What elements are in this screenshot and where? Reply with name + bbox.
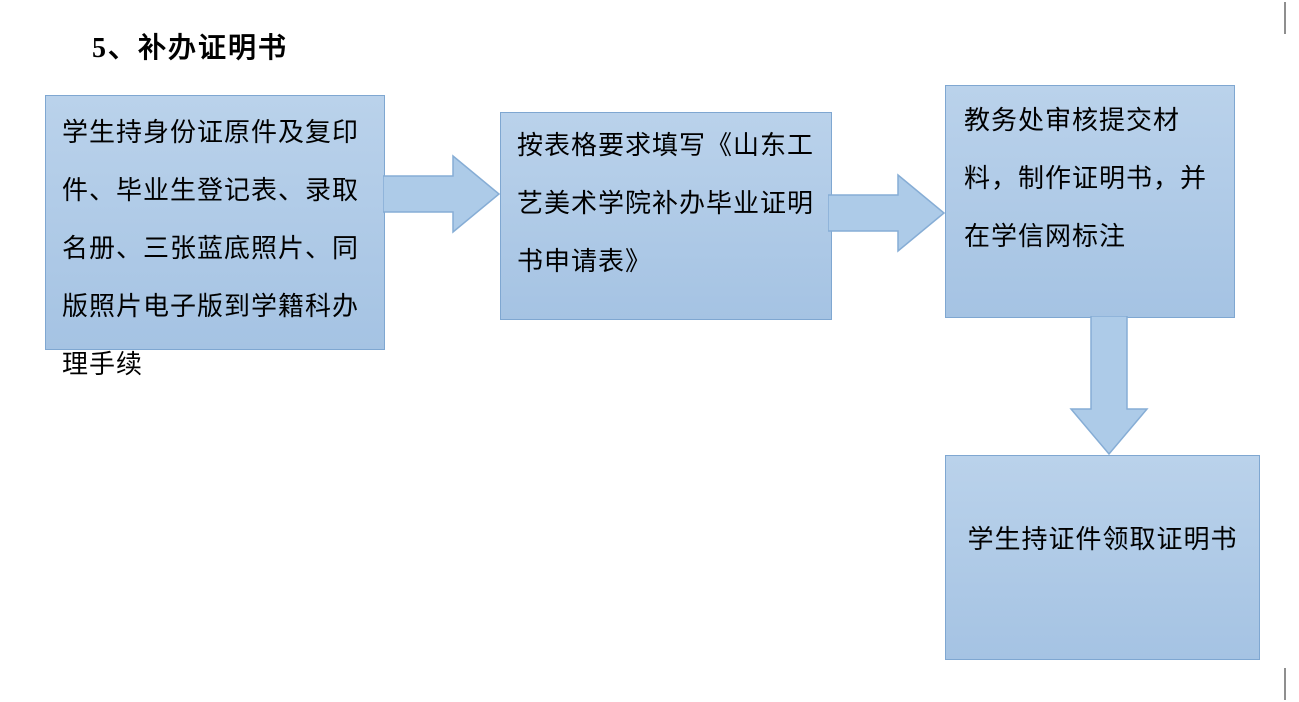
right-arrow-icon <box>828 173 946 253</box>
down-arrow-icon <box>1069 316 1149 456</box>
flow-box-review-and-issue: 教务处审核提交材料，制作证明书，并在学信网标注 <box>945 85 1235 318</box>
section-title: 5、补办证明书 <box>92 33 289 64</box>
flow-box-text: 学生持证件领取证明书 <box>967 525 1238 554</box>
flow-box-text: 学生持身份证原件及复印件、毕业生登记表、录取名册、三张蓝底照片、同版照片电子版到… <box>62 118 360 379</box>
flow-box-text: 教务处审核提交材料，制作证明书，并在学信网标注 <box>964 106 1208 251</box>
right-arrow-icon <box>383 154 501 234</box>
page-edge-mark-bottom <box>1284 668 1286 700</box>
flow-box-text: 按表格要求填写《山东工艺美术学院补办毕业证明书申请表》 <box>517 131 815 276</box>
flow-box-collect-certificate: 学生持证件领取证明书 <box>945 455 1260 660</box>
flow-box-submit-materials: 学生持身份证原件及复印件、毕业生登记表、录取名册、三张蓝底照片、同版照片电子版到… <box>45 95 385 379</box>
page-edge-mark-top <box>1284 2 1286 34</box>
flow-box-fill-application-form: 按表格要求填写《山东工艺美术学院补办毕业证明书申请表》 <box>500 112 832 320</box>
